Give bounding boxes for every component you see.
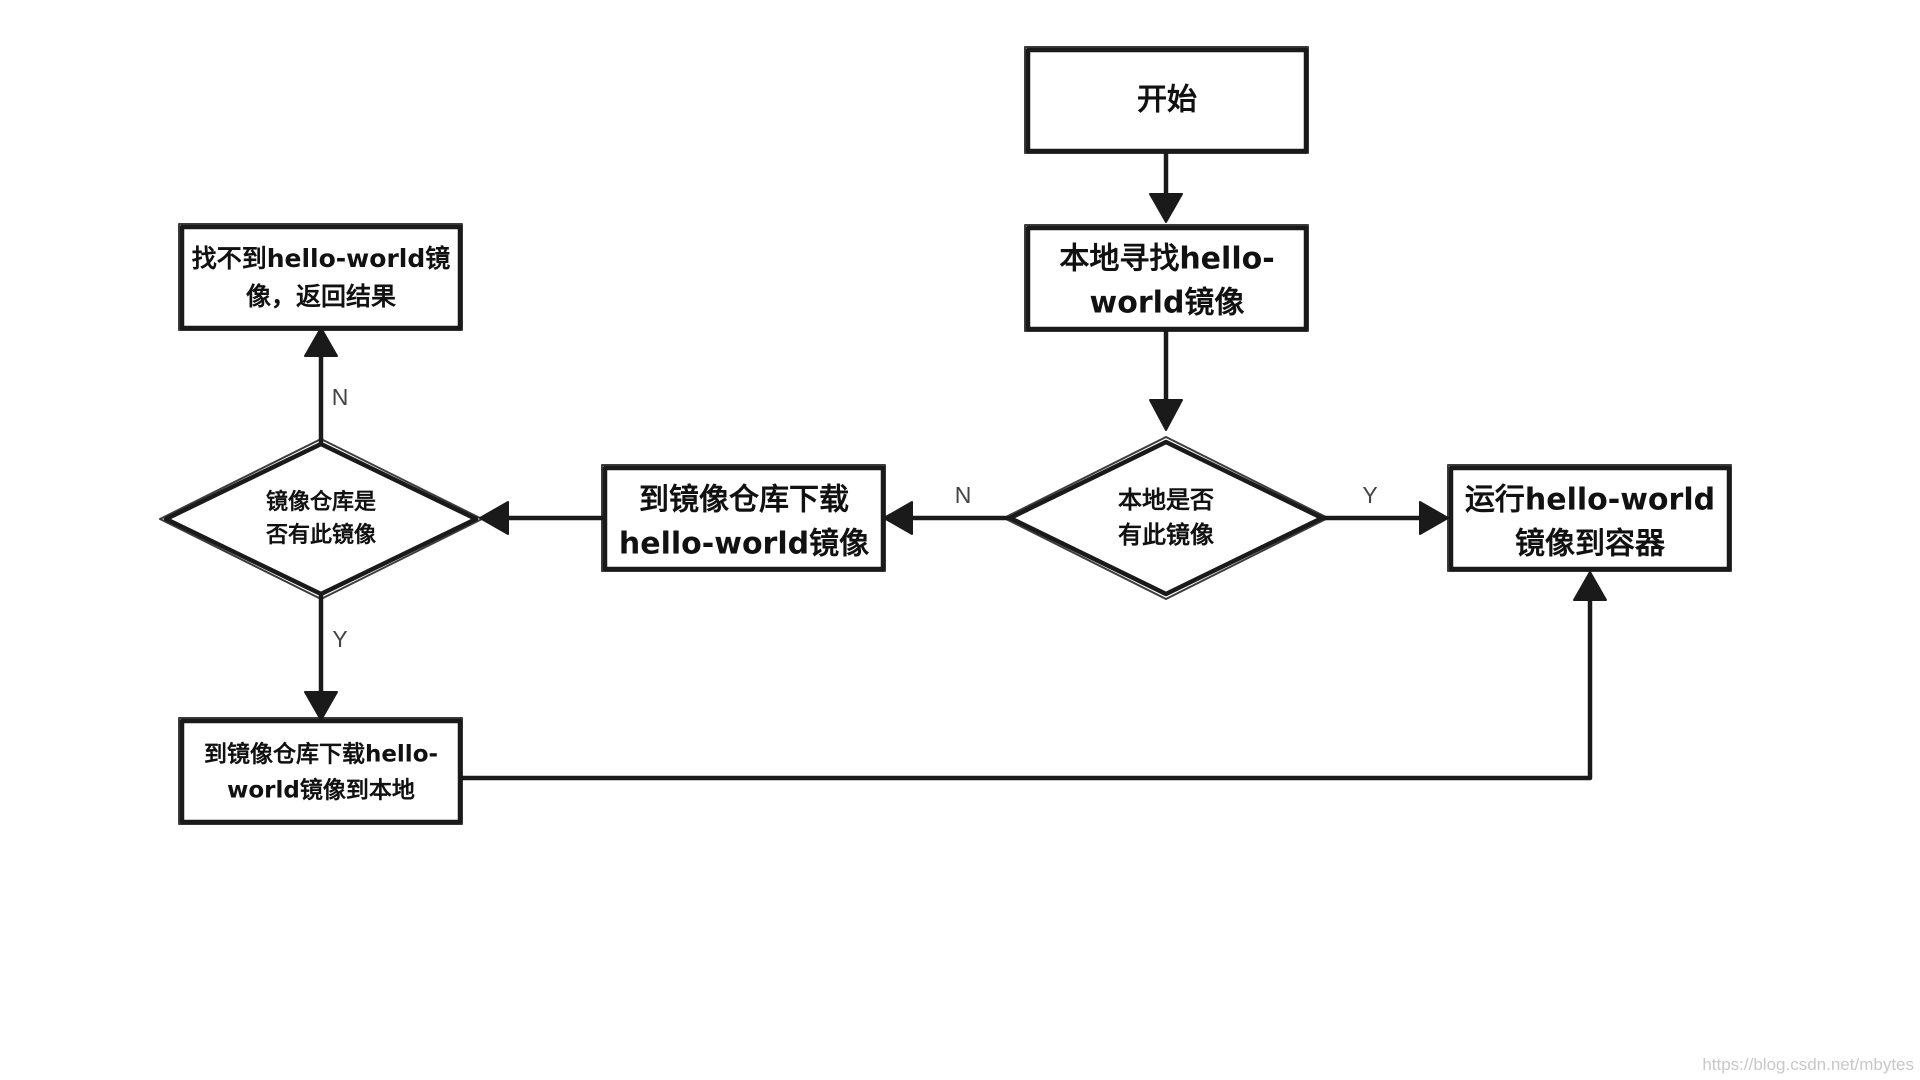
- node-start-label: 开始: [1137, 83, 1197, 118]
- node-run-container-line2: 镜像到容器: [1515, 527, 1666, 562]
- edge-repo-no-to-not-found: [304, 327, 338, 445]
- node-not-found-line1: 找不到hello-world镜: [192, 244, 451, 273]
- node-not-found: 找不到hello-world镜 像，返回结果: [178, 223, 463, 331]
- node-find-local-line1: 本地寻找hello-: [1059, 242, 1274, 277]
- node-repo-exists-line2: 否有此镜像: [265, 522, 377, 548]
- node-local-exists-decision: 本地是否 有此镜像: [1003, 436, 1329, 600]
- edge-download-to-repo-decision: [479, 501, 606, 535]
- edge-label-repo-yes: Y: [332, 626, 347, 652]
- edge-label-local-no: N: [955, 482, 972, 508]
- node-repo-exists-decision: 镜像仓库是 否有此镜像: [159, 438, 483, 600]
- edge-local-no-to-download: [883, 501, 1013, 535]
- node-local-exists-line2: 有此镜像: [1118, 521, 1215, 549]
- edge-label-local-yes: Y: [1362, 482, 1377, 508]
- node-download-from-repo: 到镜像仓库下载 hello-world镜像: [601, 464, 886, 572]
- watermark-text: https://blog.csdn.net/mbytes: [1702, 1055, 1914, 1074]
- node-download-to-local-line2: world镜像到本地: [227, 777, 415, 804]
- node-download-from-repo-line1: 到镜像仓库下载: [639, 483, 849, 518]
- node-not-found-line2: 像，返回结果: [246, 282, 396, 311]
- edge-local-yes-to-run: [1319, 501, 1449, 535]
- node-download-from-repo-line2: hello-world镜像: [619, 527, 869, 562]
- edge-label-repo-no: N: [332, 384, 349, 410]
- edge-repo-yes-to-download-local: [304, 593, 338, 721]
- edge-start-to-find-local: [1149, 149, 1183, 223]
- node-run-container-line1: 运行hello-world: [1465, 483, 1715, 518]
- edge-download-local-to-run: [457, 571, 1607, 781]
- node-start: 开始: [1024, 46, 1309, 154]
- node-find-local: 本地寻找hello- world镜像: [1024, 224, 1309, 332]
- node-find-local-line2: world镜像: [1090, 286, 1245, 321]
- edge-find-local-to-decision: [1149, 327, 1183, 431]
- node-repo-exists-line1: 镜像仓库是: [266, 489, 376, 515]
- node-run-container: 运行hello-world 镜像到容器: [1447, 464, 1732, 572]
- node-download-to-local: 到镜像仓库下载hello- world镜像到本地: [178, 717, 463, 825]
- node-local-exists-line1: 本地是否: [1118, 486, 1214, 514]
- node-download-to-local-line1: 到镜像仓库下载hello-: [204, 741, 438, 768]
